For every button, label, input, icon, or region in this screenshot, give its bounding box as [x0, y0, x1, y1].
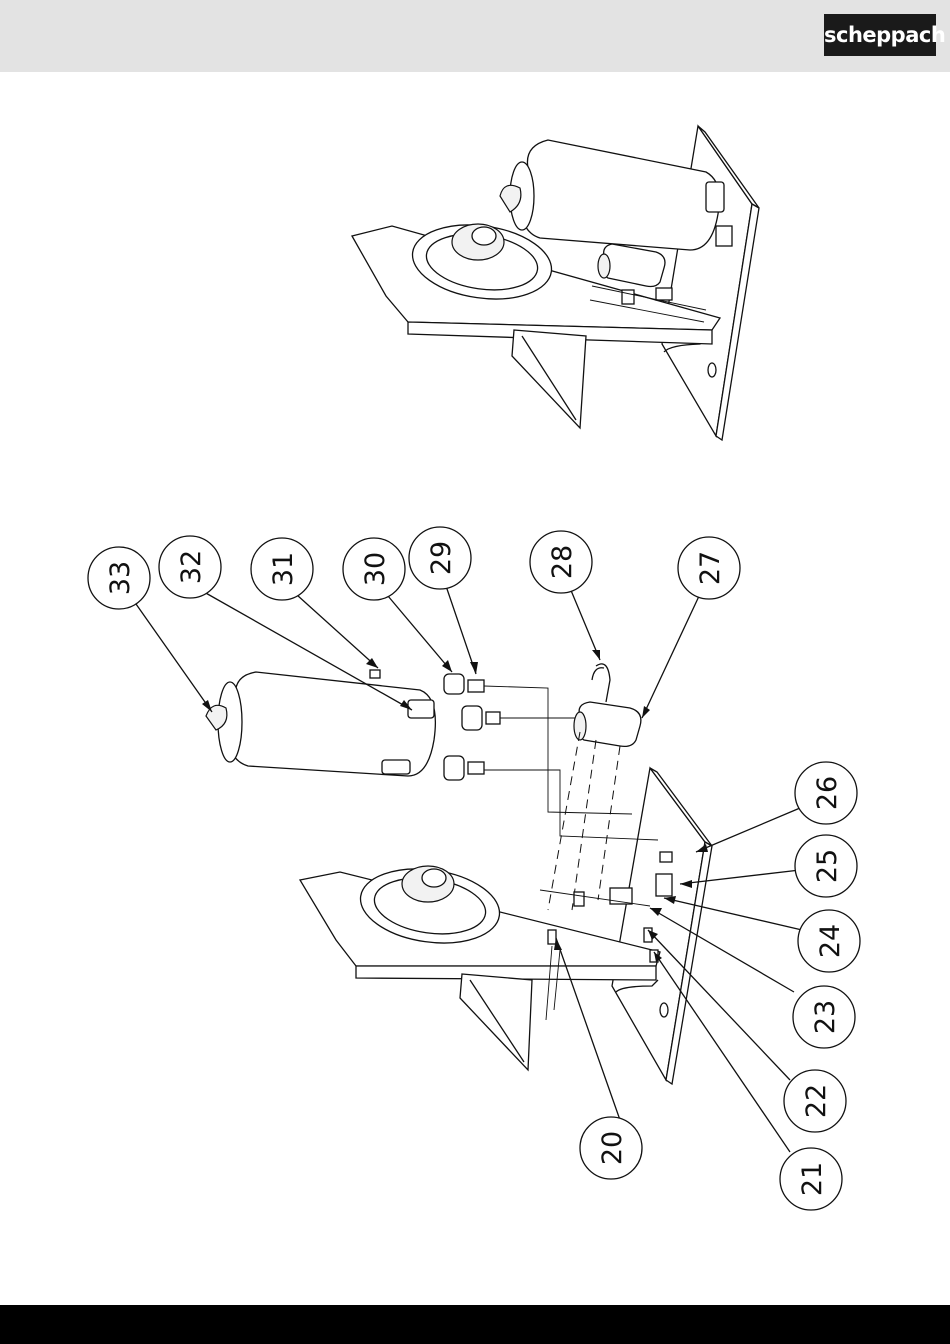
exploded-unit-view	[206, 664, 712, 1084]
callout-31: 31	[251, 538, 313, 600]
callout-23-label: 23	[810, 1000, 841, 1034]
callout-28-label: 28	[547, 545, 578, 579]
callout-22-label: 22	[801, 1084, 832, 1118]
callout-25-label: 25	[812, 849, 843, 883]
callout-26: 26	[795, 762, 857, 824]
callout-27: 27	[678, 537, 740, 599]
callout-24-label: 24	[815, 924, 846, 958]
callout-25: 25	[795, 835, 857, 897]
callout-30-label: 30	[360, 552, 391, 586]
callout-29-label: 29	[426, 541, 457, 575]
callout-21: 21	[780, 1148, 842, 1210]
callout-32-label: 32	[176, 550, 207, 584]
callout-27-label: 27	[695, 551, 726, 585]
callout-20-label: 20	[597, 1131, 628, 1165]
callout-20: 20	[580, 1117, 642, 1179]
callout-32: 32	[159, 536, 221, 598]
callout-33-label: 33	[105, 561, 136, 595]
callout-29: 29	[409, 527, 471, 589]
callout-22: 22	[784, 1070, 846, 1132]
assembled-unit-view	[352, 126, 759, 440]
callout-33: 33	[88, 547, 150, 609]
callout-28: 28	[530, 531, 592, 593]
callout-23: 23	[793, 986, 855, 1048]
callout-31-label: 31	[268, 552, 299, 586]
callout-26-label: 26	[812, 776, 843, 810]
callout-21-label: 21	[797, 1162, 828, 1196]
callout-24: 24	[798, 910, 860, 972]
callout-30: 30	[343, 538, 405, 600]
page-footer-bar	[0, 1305, 950, 1344]
rubber-mounts	[444, 674, 500, 780]
